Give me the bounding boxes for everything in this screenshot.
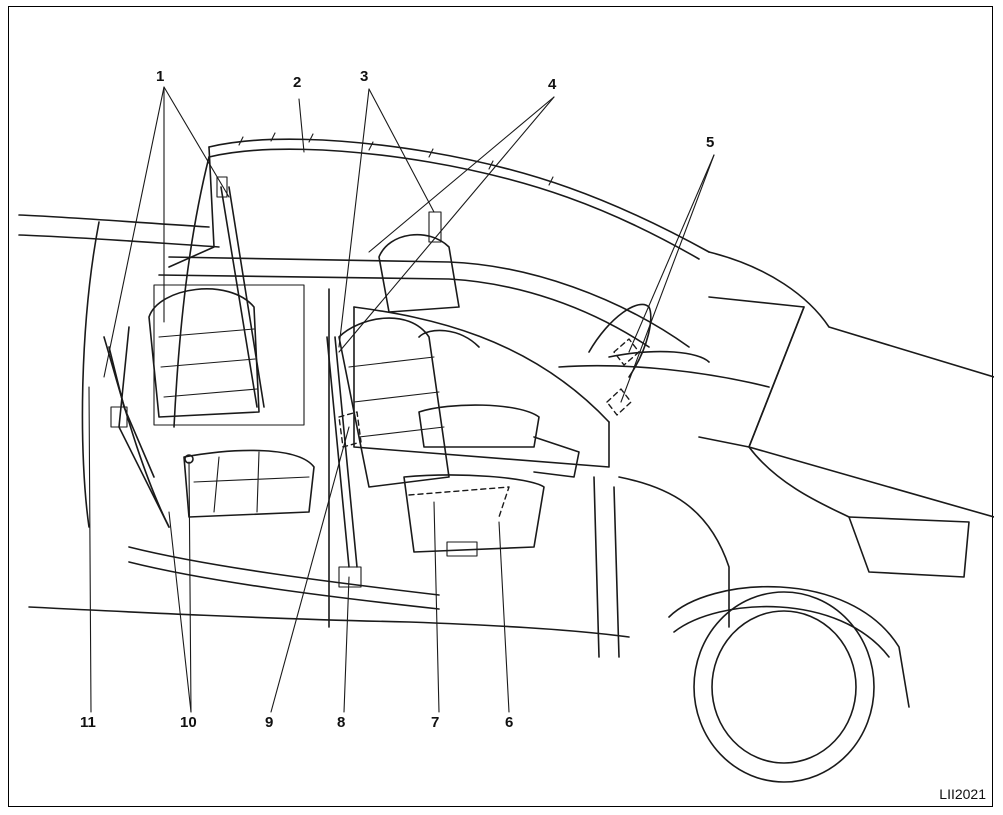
front-door-edge [593,476,730,658]
diagram-frame: 1 2 3 4 5 6 7 8 9 10 11 LII2021 [8,6,994,807]
callout-9: 9 [265,714,274,731]
callout-10: 10 [180,714,197,731]
callout-4: 4 [548,76,557,93]
callout-3: 3 [360,68,369,85]
callout-6: 6 [505,714,514,731]
cab-body [18,146,690,638]
roof-rail [208,132,710,260]
vehicle-cutaway-illustration [18,86,994,783]
rear-seat-belts [108,176,265,478]
b-pillar-seat-belt [326,211,442,588]
rear-seat [103,288,315,528]
leader-lines [88,86,715,713]
callout-11: 11 [80,714,96,731]
front-seat [338,233,545,557]
callout-1: 1 [156,68,165,85]
front-end [708,251,994,578]
dashboard [558,296,805,448]
callout-2: 2 [293,74,302,91]
door-opening [153,284,610,628]
callout-7: 7 [431,714,440,731]
figure-code: LII2021 [939,786,986,802]
front-wheel [668,585,910,783]
center-console [418,404,580,478]
callout-5: 5 [706,134,715,151]
callout-8: 8 [337,714,346,731]
